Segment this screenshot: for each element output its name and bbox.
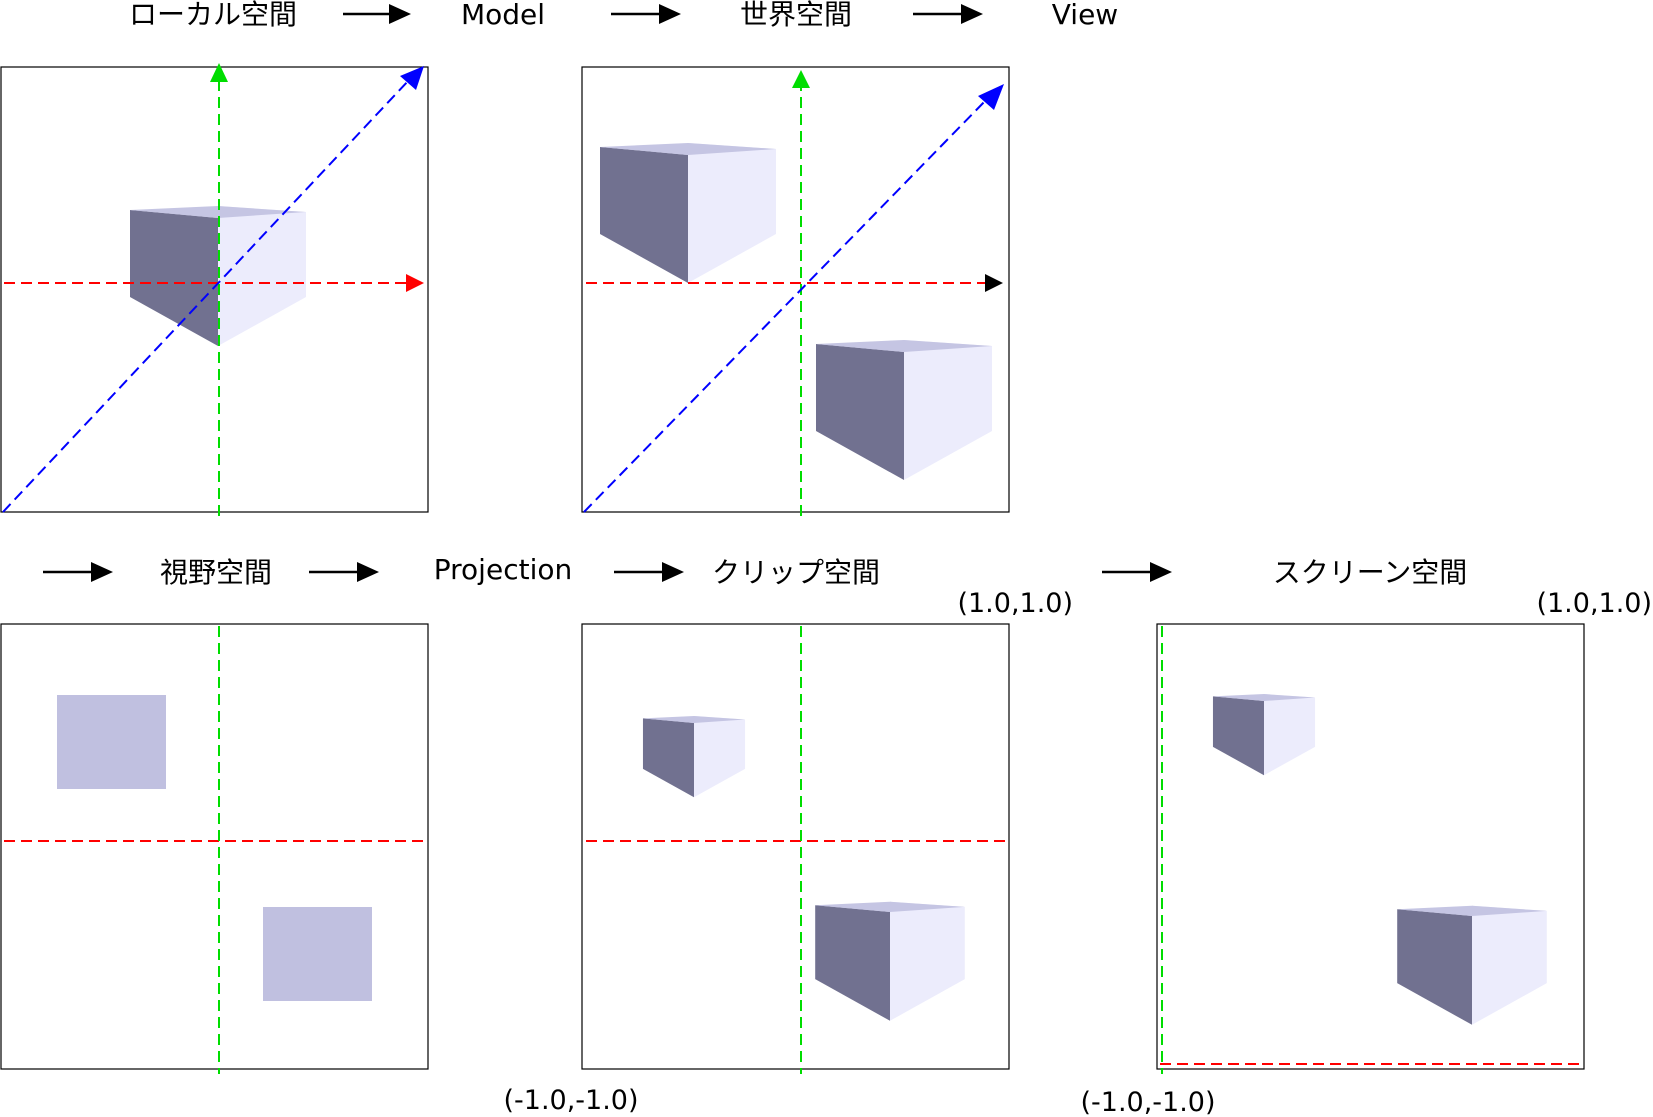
panel-screen-space: (1.0,1.0) (-1.0,-1.0) <box>1080 588 1652 1117</box>
label-local-space: ローカル空間 <box>129 0 297 31</box>
z-axis-arrow-icon <box>400 66 424 90</box>
y-axis-arrow-icon <box>210 63 228 82</box>
label-world-space: 世界空間 <box>740 0 852 31</box>
label-view: View <box>1052 0 1118 31</box>
projected-square <box>57 695 166 789</box>
arrow-icon <box>343 4 411 24</box>
coord-top-right: (1.0,1.0) <box>957 588 1073 619</box>
label-projection: Projection <box>434 553 572 586</box>
z-axis-line <box>583 97 989 513</box>
panel-view-space <box>0 623 429 1074</box>
coord-bottom-left: (-1.0,-1.0) <box>1080 1087 1215 1117</box>
x-axis-arrow-icon <box>406 274 424 292</box>
label-view-space: 視野空間 <box>160 556 272 589</box>
projected-square <box>263 907 372 1001</box>
panel-local-space <box>0 63 429 516</box>
arrow-icon <box>309 562 379 582</box>
arrow-icon <box>43 562 113 582</box>
arrow-icon <box>913 4 983 24</box>
arrow-icon <box>1102 562 1172 582</box>
coord-top-right: (1.0,1.0) <box>1536 588 1652 619</box>
x-axis-arrow-icon <box>985 274 1003 292</box>
z-axis-line <box>2 78 411 513</box>
y-axis-arrow-icon <box>792 70 810 88</box>
label-model: Model <box>461 0 545 31</box>
label-clip-space: クリップ空間 <box>712 556 880 589</box>
label-screen-space: スクリーン空間 <box>1273 556 1468 589</box>
arrow-icon <box>614 562 684 582</box>
panel-clip-space: (1.0,1.0) (-1.0,-1.0) <box>503 588 1073 1116</box>
coord-bottom-left: (-1.0,-1.0) <box>503 1085 638 1116</box>
arrow-icon <box>611 4 681 24</box>
z-axis-arrow-icon <box>978 84 1004 110</box>
panel-world-space <box>581 66 1010 516</box>
